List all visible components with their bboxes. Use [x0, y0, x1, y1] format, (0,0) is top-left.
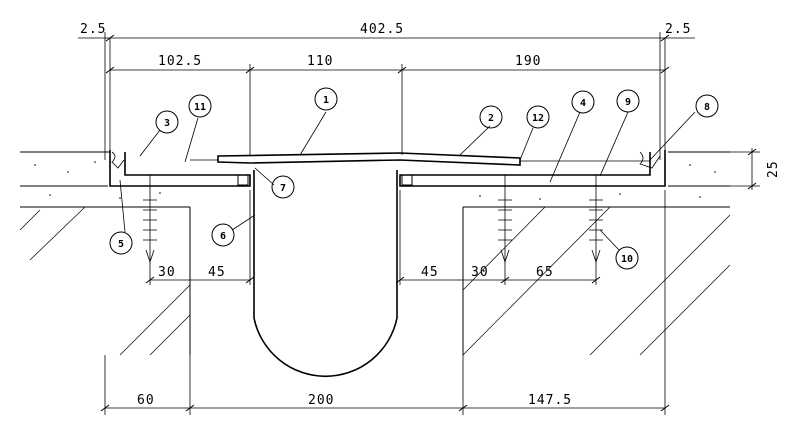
svg-text:8: 8: [704, 102, 710, 113]
dim-anchor-right-b: 65: [536, 265, 554, 280]
dim-opening-left: 45: [208, 265, 226, 280]
callout-3: 3: [155, 110, 179, 134]
dim-anchor-left: 30: [158, 265, 176, 280]
dim-left-gap: 2.5: [80, 22, 106, 37]
svg-text:12: 12: [532, 113, 544, 124]
dim-opening-right: 45: [421, 265, 439, 280]
callout-7: 7: [271, 175, 295, 199]
callout-11: 11: [188, 94, 212, 118]
dim-right-gap: 2.5: [665, 22, 691, 37]
dim-seg-mid: 110: [307, 54, 333, 69]
svg-text:11: 11: [194, 102, 206, 113]
callout-2: 2: [479, 105, 503, 129]
callout-5: 5: [109, 231, 133, 255]
svg-text:10: 10: [621, 254, 633, 265]
callout-12: 12: [526, 105, 550, 129]
dim-top-overall: 402.5: [360, 22, 404, 37]
callout-6: 6: [211, 223, 235, 247]
callout-4: 4: [571, 90, 595, 114]
dim-thickness: 25: [766, 160, 781, 178]
svg-text:1: 1: [323, 95, 329, 106]
svg-text:2: 2: [488, 113, 494, 124]
dim-anchor-right-a: 30: [471, 265, 489, 280]
svg-text:7: 7: [280, 183, 286, 194]
dim-bottom-mid: 200: [308, 393, 334, 408]
callout-1: 1: [314, 87, 338, 111]
dim-bottom-left: 60: [137, 393, 155, 408]
anchors: [143, 175, 603, 264]
svg-text:6: 6: [220, 231, 226, 242]
callout-9: 9: [616, 89, 640, 113]
dimension-lines: [78, 32, 760, 415]
svg-text:5: 5: [118, 239, 124, 250]
joint-profile: [109, 150, 666, 377]
dim-seg-right: 190: [515, 54, 541, 69]
callout-10: 10: [615, 246, 639, 270]
callout-8: 8: [695, 94, 719, 118]
svg-text:9: 9: [625, 97, 631, 108]
dim-bottom-right: 147.5: [528, 393, 572, 408]
callout-leaders: [119, 111, 696, 251]
svg-text:3: 3: [164, 118, 170, 129]
dim-seg-left: 102.5: [158, 54, 202, 69]
svg-text:4: 4: [580, 98, 586, 109]
substrate-hatching: [19, 206, 731, 356]
